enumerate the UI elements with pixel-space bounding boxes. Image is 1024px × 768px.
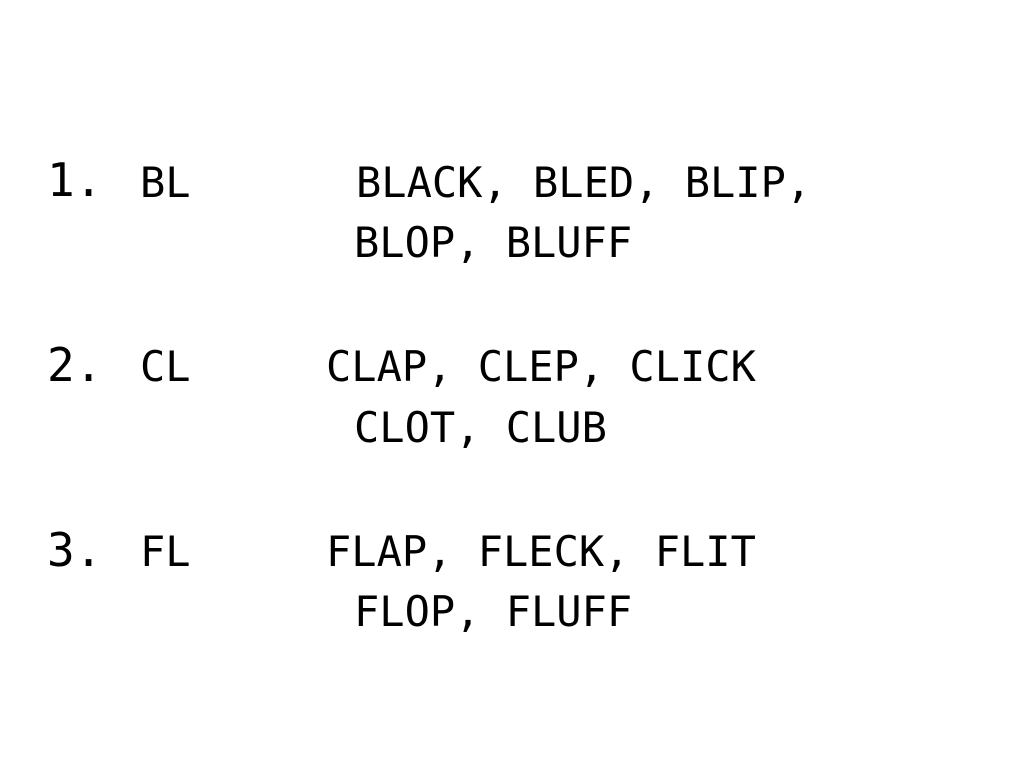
example-words-line-1: CLAP, CLEP, CLICK — [326, 342, 756, 391]
blend-label: FL — [140, 527, 191, 576]
example-words-line-1: FLAP, FLECK, FLIT — [326, 527, 756, 576]
example-words-line-2: CLOT, CLUB — [354, 403, 607, 452]
blend-label: CL — [140, 342, 191, 391]
example-words-line-2: FLOP, FLUFF — [354, 587, 633, 636]
item-number: 2. — [47, 338, 103, 392]
example-words-line-1: BLACK, BLED, BLIP, — [356, 158, 812, 207]
blend-label: BL — [140, 158, 191, 207]
example-words-line-2: BLOP, BLUFF — [354, 218, 633, 267]
item-number: 3. — [47, 523, 103, 577]
item-number: 1. — [47, 153, 103, 207]
